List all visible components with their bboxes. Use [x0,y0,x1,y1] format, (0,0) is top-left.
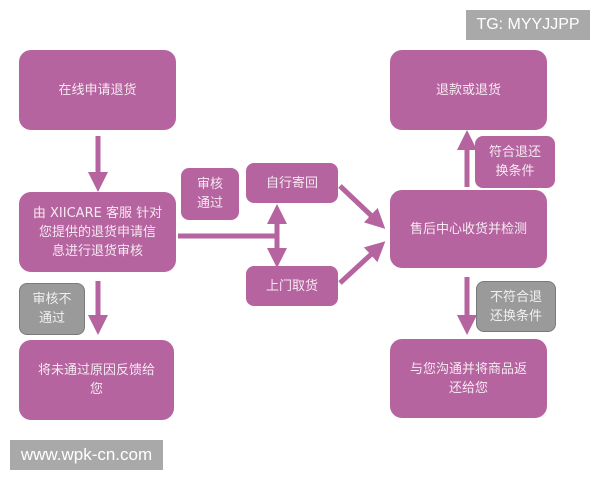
label-qualified-line2: 换条件 [495,164,535,179]
node-review-line1: 由 XIICARE 客服 针对 [32,205,163,221]
label-approved: 审核 通过 [181,168,239,220]
label-unqualified: 不符合退 还换条件 [476,281,556,332]
node-review-line3: 息进行退货审核 [51,243,143,259]
node-inspect: 售后中心收货并检测 [390,190,547,268]
label-qualified: 符合退还 换条件 [475,136,555,188]
watermark-bottom: www.wpk-cn.com [10,440,163,470]
label-approved-line2: 通过 [196,196,223,211]
node-inspect-label: 售后中心收货并检测 [409,221,527,237]
node-refund: 退款或退货 [390,50,547,130]
label-rejected-line2: 通过 [38,311,65,326]
label-qualified-line1: 符合退还 [488,145,541,160]
node-refund-label: 退款或退货 [435,82,501,98]
arrow-pickup-to-inspect [338,241,386,285]
node-feedback-line2: 您 [89,382,103,397]
node-apply-online-label: 在线申请退货 [58,82,137,98]
label-rejected-line1: 审核不 [32,292,72,307]
node-return-line1: 与您沟通并将商品返 [409,361,527,377]
node-pickup: 上门取货 [246,266,338,306]
arrow-self-send-to-inspect [338,184,386,229]
node-review-line2: 您提供的退货申请信 [38,224,156,240]
node-feedback: 将未通过原因反馈给 您 [19,340,174,420]
node-self-send-label: 自行寄回 [265,175,318,191]
node-self-send: 自行寄回 [246,163,338,203]
label-unqualified-line1: 不符合退 [489,289,542,305]
node-pickup-label: 上门取货 [265,278,318,294]
label-unqualified-line2: 还换条件 [489,308,542,324]
node-apply-online: 在线申请退货 [19,50,176,130]
node-review: 由 XIICARE 客服 针对 您提供的退货申请信 息进行退货审核 [19,192,176,272]
node-return-goods: 与您沟通并将商品返 还给您 [390,339,547,418]
node-return-line2: 还给您 [448,380,488,396]
label-approved-line1: 审核 [196,177,223,192]
node-feedback-line1: 将未通过原因反馈给 [37,363,155,378]
label-rejected: 审核不 通过 [19,283,85,335]
watermark-top: TG: MYYJJPP [466,10,590,40]
